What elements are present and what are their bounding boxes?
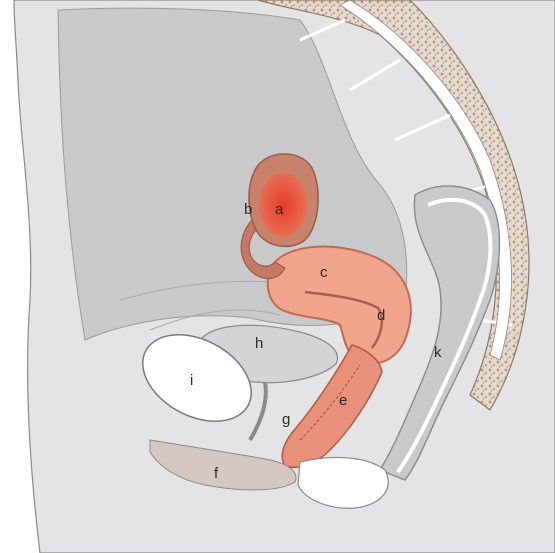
label-b: b [244,201,252,218]
label-i: i [190,372,193,389]
label-d: d [377,307,385,324]
label-a: a [275,201,284,218]
label-k: k [434,344,442,361]
label-c: c [320,264,328,281]
label-g: g [282,411,290,428]
label-e: e [339,392,347,409]
label-h: h [255,335,263,352]
